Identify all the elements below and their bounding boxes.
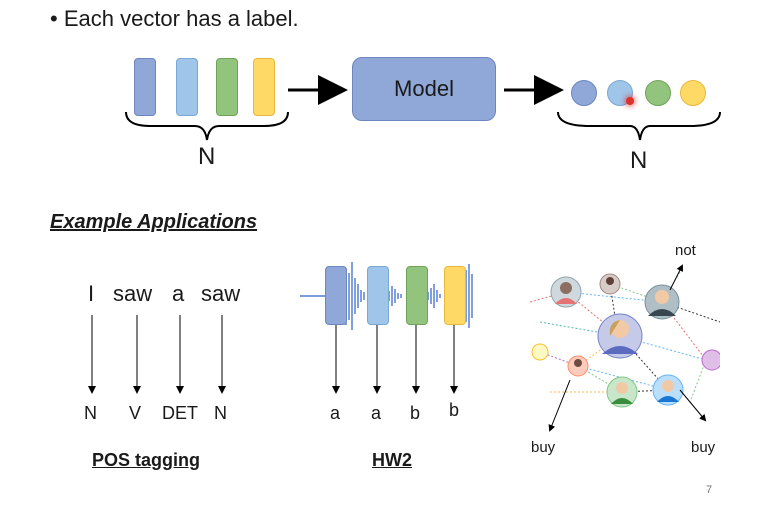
pos-word-1: I [88, 281, 95, 306]
hw2-label-2: a [371, 403, 382, 423]
hw2-vector-4 [444, 266, 466, 325]
bullet-text: Each vector has a label. [63, 6, 299, 31]
hw2-vector-2 [367, 266, 389, 325]
model-box: Model [352, 57, 496, 121]
left-brace [125, 111, 289, 141]
input-vector-3 [216, 58, 238, 116]
output-dot-1 [571, 80, 597, 106]
waveform [300, 262, 473, 330]
person-icon [531, 343, 549, 361]
hw2-label-3: b [410, 403, 421, 423]
input-vector-2 [176, 58, 198, 116]
model-label: Model [394, 76, 454, 101]
network-label-not: not [675, 242, 696, 259]
pointer-dot-icon [626, 97, 634, 105]
output-dot-4 [680, 80, 706, 106]
pos-word-4: saw [201, 281, 241, 306]
output-dot-3 [645, 80, 671, 106]
right-brace [557, 111, 721, 141]
bullet-dot: • [50, 6, 64, 31]
pos-word-2: saw [113, 281, 153, 306]
social-network-graph [530, 271, 720, 408]
bullet-item: • Each vector has a label. [50, 6, 299, 32]
hw2-vector-1 [325, 266, 347, 325]
pos-tagging-caption: POS tagging [92, 450, 200, 470]
hw2-caption: HW2 [372, 450, 412, 470]
n-label-left: N [198, 143, 216, 170]
example-applications-title: Example Applications [50, 211, 258, 233]
input-vector-1 [134, 58, 156, 116]
n-label-right: N [630, 147, 648, 174]
hw2-label-4: b [449, 400, 460, 420]
arrow-to-buy-right [679, 389, 707, 422]
page-number: 7 [706, 484, 713, 496]
network-people [531, 273, 720, 408]
person-icon [701, 349, 720, 371]
network-label-buy-left: buy [531, 439, 556, 456]
pos-tag-1: N [84, 403, 97, 423]
hw2-label-1: a [330, 403, 341, 423]
network-label-buy-right: buy [691, 439, 716, 456]
network-label-arrows [548, 264, 707, 432]
pos-tag-4: N [214, 403, 227, 423]
hw2-vector-3 [406, 266, 428, 325]
arrow-to-not [669, 264, 683, 291]
arrow-to-buy-left [548, 379, 571, 432]
pos-tag-2: V [129, 403, 142, 423]
pos-tag-3: DET [162, 403, 198, 423]
pos-word-3: a [172, 281, 185, 306]
input-vector-4 [253, 58, 275, 116]
top-diagram-lines [125, 75, 721, 141]
